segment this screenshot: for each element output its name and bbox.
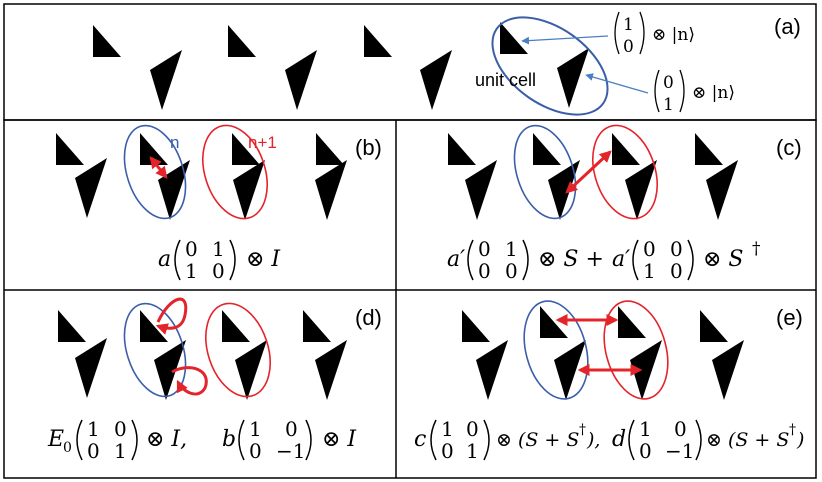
svg-text:1: 1 — [639, 417, 652, 441]
onsite-loop-arrow — [155, 297, 188, 335]
svg-text:0: 0 — [670, 259, 683, 283]
panel-d: (d) E 0 1 0 0 1 ⊗ I, b 1 0 0 −1 ⊗ I — [47, 297, 382, 463]
equation-d: E 0 1 0 0 1 ⊗ I, b 1 0 0 −1 ⊗ I — [47, 417, 357, 463]
svg-text:⊗ |n⟩: ⊗ |n⟩ — [692, 83, 735, 103]
svg-text:d: d — [612, 427, 626, 452]
svg-text:†: † — [579, 422, 586, 438]
cell-n1-ellipse — [202, 124, 268, 220]
large-triangle — [150, 50, 182, 110]
svg-text:⊗ |n⟩: ⊗ |n⟩ — [652, 25, 695, 45]
large-triangle — [420, 50, 452, 110]
panel-c: (c) a′ 0 1 0 0 ⊗ S + a′ 0 0 1 0 ⊗ S † — [447, 124, 802, 283]
svg-text:0: 0 — [478, 237, 491, 261]
svg-text:): ) — [796, 429, 804, 451]
svg-text:1: 1 — [87, 417, 100, 441]
equation-b: a 0 1 1 0 ⊗ I — [158, 237, 281, 283]
hopping-arrow — [149, 156, 168, 179]
large-triangle — [557, 48, 589, 108]
panel-e: (e) c 1 0 0 1 ⊗ (S + S † ), d 1 0 0 −1 ⊗… — [414, 300, 804, 463]
svg-text:⊗ S +: ⊗ S + — [538, 247, 604, 272]
svg-text:⊗ I: ⊗ I — [246, 247, 281, 272]
svg-text:0: 0 — [285, 417, 298, 441]
svg-text:a: a — [158, 247, 171, 272]
panel-label-e: (e) — [776, 305, 803, 330]
pointer-arrow — [585, 73, 649, 94]
panel-a: unit cell 1 0 ⊗ |n⟩ 0 1 ⊗ |n⟩ (a) — [93, 11, 801, 116]
panel-b: n n+1 (b) a 0 1 1 0 ⊗ I — [56, 124, 382, 283]
svg-text:1: 1 — [114, 439, 127, 463]
small-triangle — [500, 22, 528, 54]
pointer-arrow — [521, 35, 609, 45]
svg-text:1: 1 — [643, 259, 656, 283]
svg-text:a′: a′ — [612, 247, 630, 272]
svg-text:0: 0 — [185, 237, 198, 261]
onsite-loop-arrow — [171, 366, 208, 396]
svg-text:0: 0 — [505, 259, 518, 283]
svg-text:⊗ I: ⊗ I — [322, 427, 357, 452]
svg-text:0: 0 — [466, 417, 479, 441]
svg-text:),: ), — [586, 429, 600, 451]
svg-text:a′: a′ — [447, 247, 465, 272]
svg-text:c: c — [414, 427, 426, 452]
large-triangle — [285, 50, 317, 110]
svg-text:0: 0 — [114, 417, 127, 441]
hopping-arrow — [565, 150, 612, 194]
svg-text:0: 0 — [674, 417, 687, 441]
unit-cell-ellipse — [491, 16, 609, 116]
small-triangle — [228, 25, 256, 57]
svg-text:1: 1 — [212, 237, 225, 261]
panel-label-d: (d) — [355, 305, 382, 330]
panel-borders — [3, 3, 817, 479]
svg-text:1: 1 — [505, 237, 518, 261]
svg-text:0: 0 — [87, 439, 100, 463]
svg-text:E: E — [47, 427, 64, 452]
basis-vector-top: 1 0 ⊗ |n⟩ — [614, 11, 695, 57]
cell-n-label: n — [170, 133, 179, 152]
svg-text:1: 1 — [249, 417, 262, 441]
basis-vector-bottom: 0 1 ⊗ |n⟩ — [654, 69, 735, 115]
svg-text:−1: −1 — [276, 439, 305, 463]
svg-text:b: b — [222, 427, 236, 452]
svg-text:0: 0 — [663, 73, 674, 93]
svg-text:⊗ (S + S: ⊗ (S + S — [706, 429, 789, 451]
svg-text:0: 0 — [643, 237, 656, 261]
svg-text:⊗ S: ⊗ S — [703, 247, 744, 272]
svg-text:0: 0 — [63, 440, 72, 456]
panel-label-c: (c) — [776, 135, 802, 160]
svg-text:1: 1 — [663, 95, 674, 115]
svg-text:0: 0 — [249, 439, 262, 463]
svg-text:0: 0 — [212, 259, 225, 283]
svg-text:1: 1 — [623, 15, 634, 35]
svg-text:0: 0 — [441, 439, 454, 463]
svg-text:⊗ I,: ⊗ I, — [146, 427, 187, 452]
cell-n1-label: n+1 — [248, 133, 277, 152]
svg-text:−1: −1 — [665, 439, 694, 463]
svg-text:0: 0 — [478, 259, 491, 283]
svg-text:†: † — [789, 422, 796, 438]
svg-text:0: 0 — [639, 439, 652, 463]
svg-text:1: 1 — [466, 439, 479, 463]
small-triangle — [364, 25, 392, 57]
equation-c: a′ 0 1 0 0 ⊗ S + a′ 0 0 1 0 ⊗ S † — [447, 237, 761, 283]
panel-label-a: (a) — [774, 14, 801, 39]
panel-label-b: (b) — [355, 135, 382, 160]
cell-n-ellipse — [123, 124, 187, 220]
svg-text:⊗ (S + S: ⊗ (S + S — [496, 429, 579, 451]
svg-text:1: 1 — [185, 259, 198, 283]
small-triangle — [93, 25, 121, 57]
unit-cell-label: unit cell — [475, 70, 536, 90]
svg-text:1: 1 — [441, 417, 454, 441]
equation-e: c 1 0 0 1 ⊗ (S + S † ), d 1 0 0 −1 ⊗ (S … — [414, 417, 804, 463]
svg-text:0: 0 — [623, 37, 634, 57]
svg-text:0: 0 — [670, 237, 683, 261]
svg-text:†: † — [752, 239, 761, 259]
